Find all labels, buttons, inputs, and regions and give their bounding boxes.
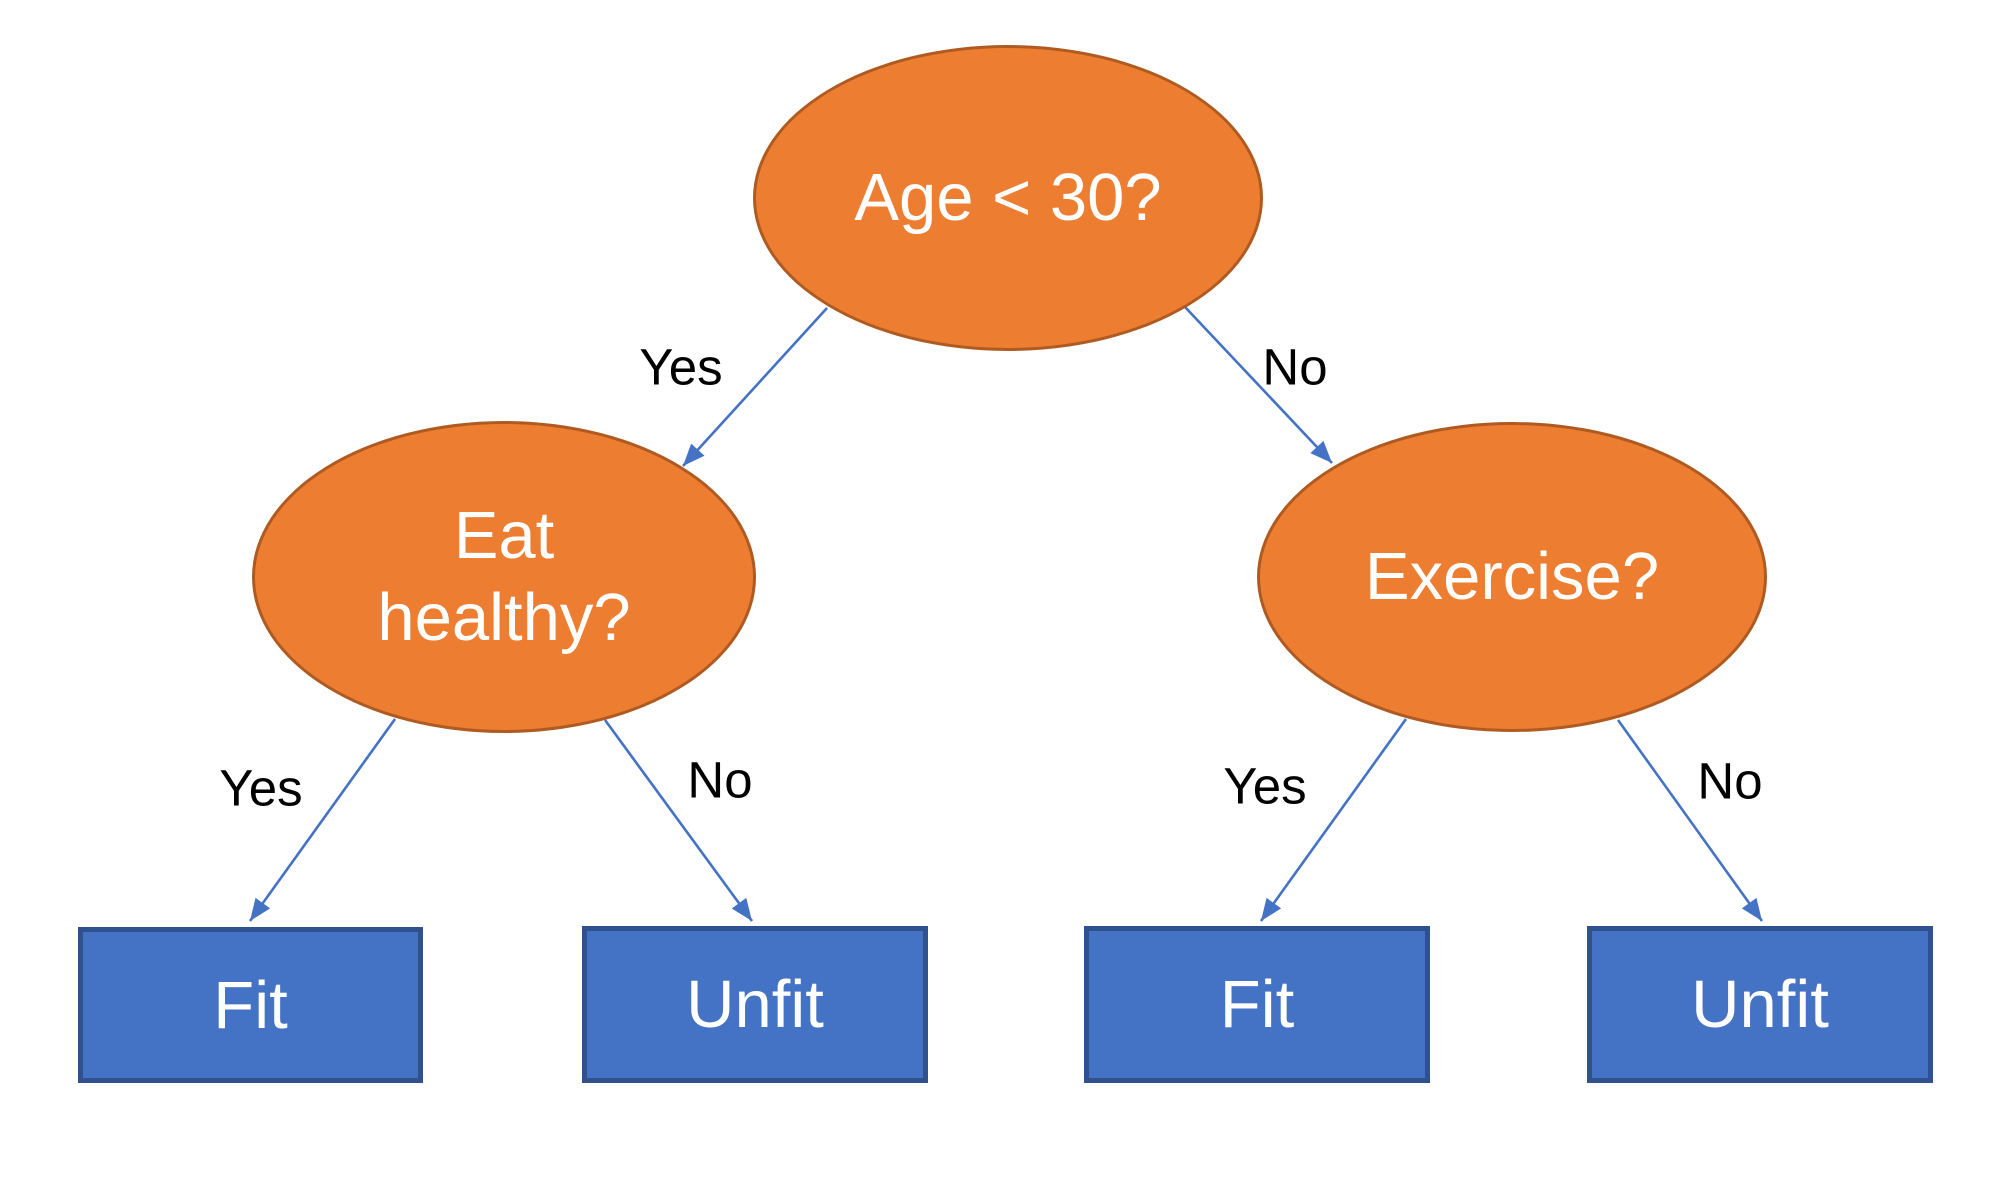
arrow-eat-healthy-to-fit xyxy=(248,718,397,922)
decision-node-age: Age < 30? xyxy=(753,45,1263,351)
leaf-node-fit-2: Fit xyxy=(1084,926,1430,1083)
leaf-node-unfit-1-label: Unfit xyxy=(686,967,824,1042)
leaf-node-unfit-2: Unfit xyxy=(1587,926,1933,1083)
decision-node-age-label: Age < 30? xyxy=(854,160,1162,236)
leaf-node-unfit-1: Unfit xyxy=(582,926,928,1083)
arrow-exercise-to-unfit xyxy=(1616,719,1764,922)
arrow-exercise-to-fit xyxy=(1259,718,1408,922)
decision-node-eat-healthy-label: Eat healthy? xyxy=(377,498,631,655)
edge-label-left-yes: Yes xyxy=(219,759,303,817)
edge-label-right-yes: Yes xyxy=(1223,757,1307,815)
leaf-node-unfit-2-label: Unfit xyxy=(1691,967,1829,1042)
edge-label-root-yes: Yes xyxy=(639,338,723,396)
leaf-node-fit-2-label: Fit xyxy=(1219,967,1295,1042)
edge-label-root-no: No xyxy=(1262,338,1328,396)
leaf-node-fit-1: Fit xyxy=(78,927,423,1083)
leaf-node-fit-1-label: Fit xyxy=(213,967,288,1043)
decision-node-eat-healthy: Eat healthy? xyxy=(252,421,756,733)
decision-node-exercise-label: Exercise? xyxy=(1364,539,1660,615)
decision-node-exercise: Exercise? xyxy=(1257,422,1767,732)
edge-label-left-no: No xyxy=(687,751,753,809)
edge-label-right-no: No xyxy=(1697,752,1763,810)
